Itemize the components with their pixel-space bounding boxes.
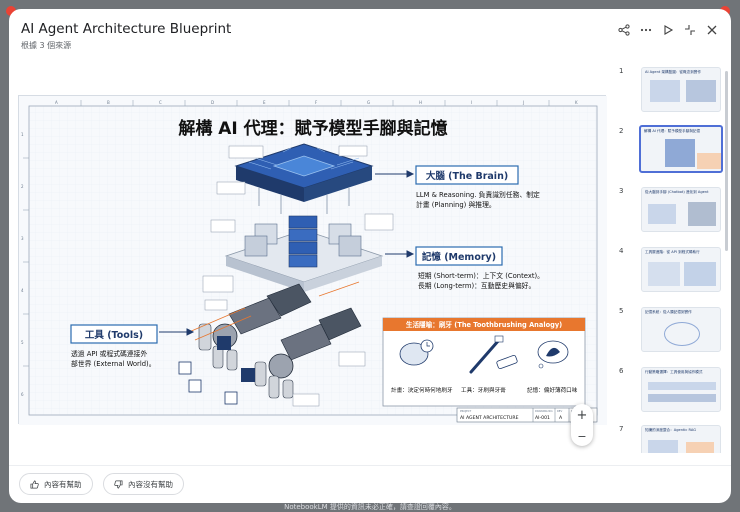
robot-arms-illustration	[178, 281, 362, 405]
brain-desc-line1: LLM & Reasoning. 負責識別任務、制定	[416, 190, 540, 199]
title-block-project-label: PROJECT	[460, 409, 472, 413]
grid-number: 5	[21, 340, 24, 345]
play-icon[interactable]	[659, 21, 677, 39]
grid-ruler-labels: A B C D E F G H I J K 1 2 3 4 5 6	[21, 100, 578, 397]
slide-canvas: A B C D E F G H I J K 1 2 3 4 5 6 解構 AI …	[18, 95, 607, 425]
thumbnail-number: 6	[619, 367, 624, 375]
slide-thumbnail-6[interactable]: 行動策略選擇：工具使用與協作模式	[641, 367, 721, 412]
thumbnail-title: 記憶系統：從人類記憶到實作	[645, 310, 692, 314]
tools-desc-line2: 部世界 (External World)。	[71, 359, 156, 368]
slide-thumbnail-4[interactable]: 工具層進階：從 API 到程式碼執行	[641, 247, 721, 292]
grid-number: 6	[21, 392, 24, 397]
grid-letter: B	[107, 100, 110, 105]
analogy-title: 生活隱喻：刷牙 (The Toothbrushing Analogy)	[406, 320, 562, 329]
tools-desc-line1: 透過 API 或程式碼連接外	[71, 349, 147, 358]
thumbnail-title: AI Agent 架構藍圖：從概念到實作	[645, 70, 701, 74]
slide-heading: 解構 AI 代理：賦予模型手腳與記憶	[178, 118, 447, 139]
helpful-label: 內容有幫助	[44, 479, 82, 489]
memory-label: 記憶 (Memory)	[422, 251, 496, 263]
grid-number: 1	[21, 132, 24, 137]
slide-viewer-dialog: AI Agent Architecture Blueprint 根據 3 個來源	[9, 9, 731, 503]
brain-desc-line2: 計畫 (Planning) 與推理。	[416, 200, 496, 209]
memory-platform-illustration	[224, 215, 384, 292]
analogy-item-tools: 工具：牙刷與牙膏	[461, 386, 506, 394]
zoom-out-button[interactable]: −	[577, 429, 587, 443]
title-block-rev-label: REV	[557, 409, 562, 413]
brain-chip-illustration	[234, 143, 374, 214]
disclaimer-text: NotebookLM 提供的資訊未必正確，請查證回覆內容。	[284, 503, 456, 511]
mint-leaf-icon	[537, 340, 569, 369]
thumbnail-title: 知識的深度整合：Agentic RAG	[645, 428, 697, 432]
title-block-drawing-label: DRAWING NO.	[535, 409, 553, 413]
zoom-control[interactable]: + −	[571, 404, 593, 446]
slide-thumbnail-5[interactable]: 記憶系統：從人類記憶到實作	[641, 307, 721, 352]
slide-thumbnail-3[interactable]: 從大腦到手腳 (Chatbot) 進化到 Agent	[641, 187, 721, 232]
thumbnail-number: 3	[619, 187, 624, 195]
close-icon[interactable]	[703, 21, 721, 39]
grid-number: 4	[21, 288, 24, 293]
thumbnail-number: 4	[619, 247, 624, 255]
slide-illustration: A B C D E F G H I J K 1 2 3 4 5 6 解構 AI …	[19, 96, 607, 425]
title-block: PROJECT AI AGENT ARCHITECTURE DRAWING NO…	[456, 407, 598, 423]
share-icon[interactable]	[615, 21, 633, 39]
zoom-in-button[interactable]: +	[576, 407, 588, 423]
toothbrush-icon	[469, 335, 518, 374]
thumbnail-title: 從大腦到手腳 (Chatbot) 進化到 Agent	[645, 190, 709, 194]
thumbnail-number: 2	[619, 127, 624, 135]
memory-label-box	[415, 246, 503, 266]
title-block-rev: A	[559, 415, 563, 421]
analogy-item-plan: 計畫：決定何時何地刷牙	[391, 386, 453, 394]
grid-letter: C	[159, 100, 162, 105]
thumbs-down-icon	[114, 480, 123, 488]
collapse-icon[interactable]	[681, 21, 699, 39]
brain-label-box	[415, 165, 519, 185]
brain-label: 大腦 (The Brain)	[426, 170, 508, 182]
thumbnail-number: 1	[619, 67, 624, 75]
analogy-panel: 生活隱喻：刷牙 (The Toothbrushing Analogy)	[382, 317, 586, 407]
window-dot	[6, 6, 16, 16]
thumbnail-title: 行動策略選擇：工具使用與協作模式	[645, 370, 703, 374]
annotation-callouts	[202, 145, 394, 407]
tools-label-box	[70, 324, 158, 344]
dialog-subtitle: 根據 3 個來源	[21, 41, 72, 50]
slide-thumbnail-list[interactable]: 1 AI Agent 架構藍圖：從概念到實作 2 解構 AI 代理：賦予模型手腳…	[611, 53, 723, 453]
grid-letter: A	[55, 100, 58, 105]
thumbnail-number: 7	[619, 425, 624, 433]
not-helpful-button[interactable]: 內容沒有幫助	[103, 473, 184, 495]
slide-thumbnail-1[interactable]: AI Agent 架構藍圖：從概念到實作	[641, 67, 721, 112]
grid-letter: J	[522, 100, 524, 105]
thumbnail-title: 解構 AI 代理：賦予模型手腳與記憶	[644, 129, 701, 133]
grid-letter: G	[367, 100, 370, 105]
memory-desc-line2: 長期 (Long-term)：互動歷史與偏好。	[418, 281, 535, 290]
grid-number: 2	[21, 184, 24, 189]
grid-letter: E	[263, 100, 266, 105]
thumbnail-scrollbar[interactable]	[725, 71, 728, 251]
slide-thumbnail-7[interactable]: 知識的深度整合：Agentic RAG	[641, 425, 721, 453]
analogy-item-memory: 記憶：偏好薄荷口味	[527, 386, 578, 394]
grid-letter: H	[419, 100, 422, 105]
more-icon[interactable]	[637, 21, 655, 39]
memory-desc-line1: 短期 (Short-term)：上下文 (Context)。	[418, 271, 544, 280]
slide-thumbnail-2-selected[interactable]: 解構 AI 代理：賦予模型手腳與記憶	[639, 125, 723, 173]
grid-number: 3	[21, 236, 24, 241]
thumbnail-number: 5	[619, 307, 624, 315]
tools-label: 工具 (Tools)	[85, 330, 143, 341]
title-block-project: AI AGENT ARCHITECTURE	[460, 415, 519, 421]
not-helpful-label: 內容沒有幫助	[128, 479, 173, 489]
dialog-title: AI Agent Architecture Blueprint	[21, 21, 232, 37]
grid-letter: F	[315, 100, 318, 105]
footer-divider	[9, 465, 731, 466]
title-block-drawing: AI-001	[535, 415, 550, 421]
helpful-button[interactable]: 內容有幫助	[19, 473, 93, 495]
thumbnail-title: 工具層進階：從 API 到程式碼執行	[645, 250, 700, 254]
brain-clock-icon	[399, 339, 434, 366]
thumbs-up-icon	[30, 480, 39, 488]
grid-letter: I	[471, 100, 472, 105]
grid-letter: D	[211, 100, 214, 105]
grid-letter: K	[575, 100, 578, 105]
